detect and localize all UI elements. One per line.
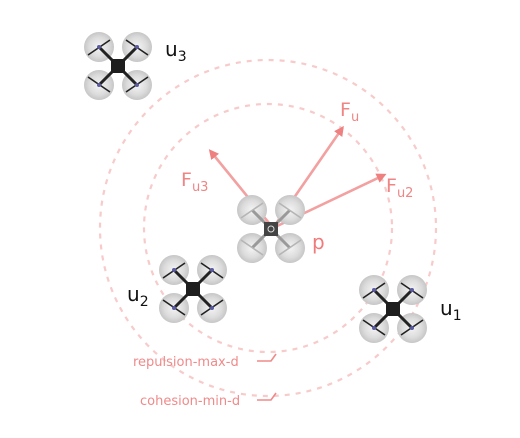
label-cohesion-min-d: cohesion-min-d xyxy=(140,394,240,409)
label-u3: u3 xyxy=(165,37,187,65)
label-p: p xyxy=(312,230,325,254)
label-repulsion-max-d: repulsion-max-d xyxy=(133,355,239,370)
label-u2: u2 xyxy=(127,282,149,310)
label-u1: u1 xyxy=(440,296,462,324)
drone-u1 xyxy=(359,275,427,343)
label-fu3: Fu3 xyxy=(181,169,208,195)
drone-u2 xyxy=(159,255,227,323)
cohesion-circle xyxy=(98,58,438,398)
label-fu: Fu xyxy=(340,99,359,125)
drone-u3 xyxy=(84,32,152,100)
leader-cohesion xyxy=(257,392,277,401)
label-fu2: Fu2 xyxy=(386,175,413,201)
repulsion-circle xyxy=(142,102,394,354)
drone-p xyxy=(237,195,305,263)
leader-repulsion xyxy=(257,353,277,362)
